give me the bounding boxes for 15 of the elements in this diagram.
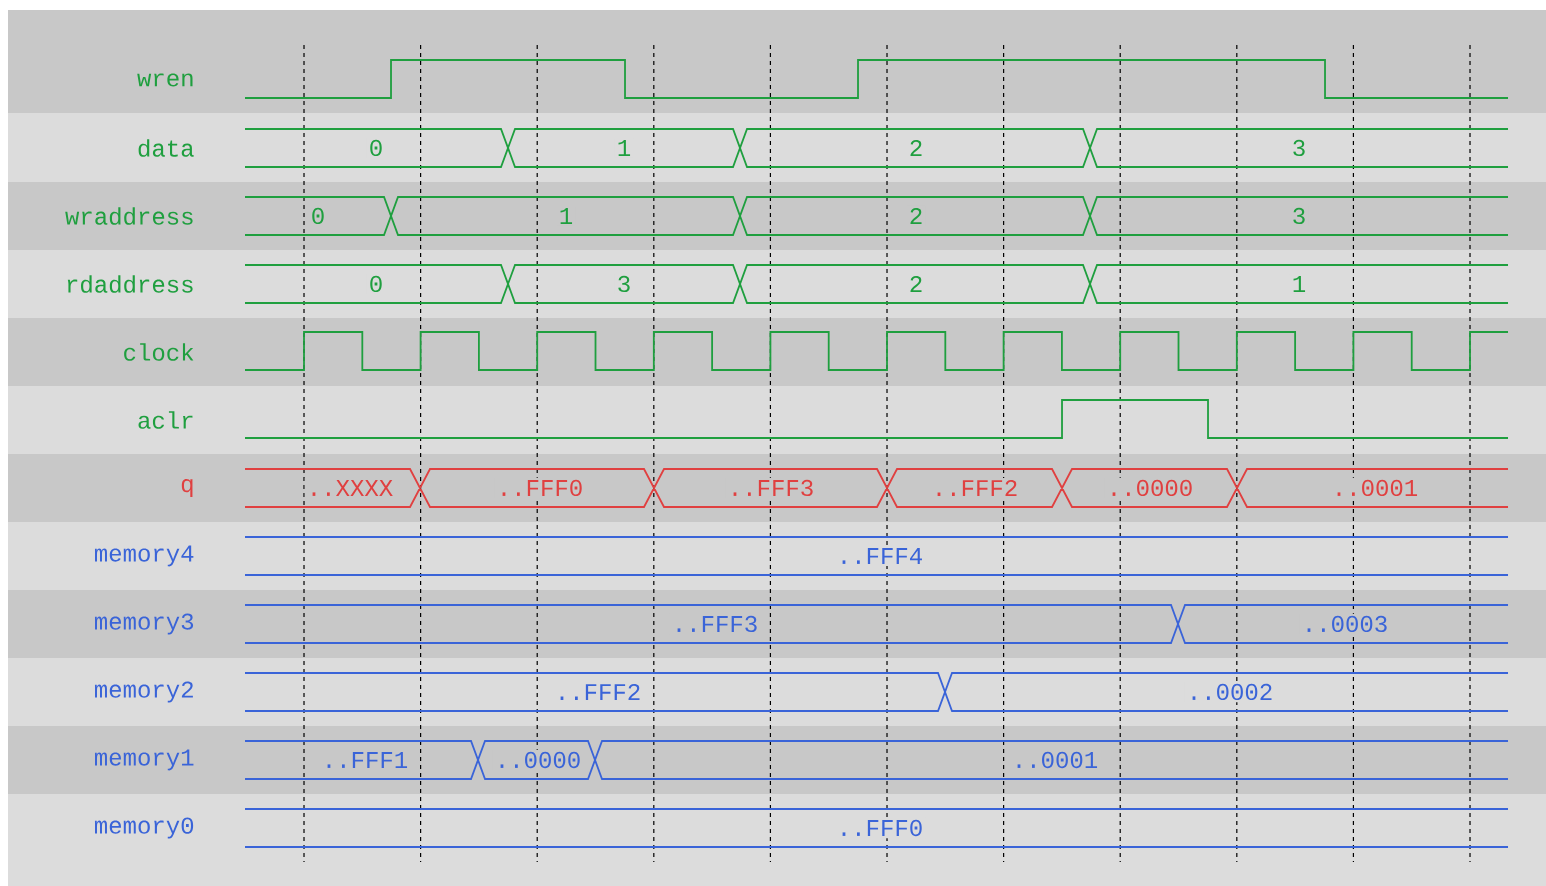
signal-name: memory3 [94, 613, 194, 635]
signal-name: memory2 [94, 681, 193, 703]
signal-name: data [138, 139, 194, 157]
signal-name: clock [124, 343, 194, 361]
signal-name: aclr [138, 411, 193, 429]
bus-value: ..FFF1 [319, 750, 411, 770]
bus-value: ..FFF4 [834, 546, 926, 566]
signal-name: rdaddress [67, 275, 193, 293]
signal-name: wren [137, 73, 193, 87]
signal-name: memory0 [94, 817, 194, 839]
signal-name: wraddress [65, 207, 193, 225]
signal-name: memory1 [94, 749, 194, 771]
signal-name: q [181, 479, 193, 497]
bus-value: ..XXXX [304, 478, 396, 498]
signal-name: memory4 [94, 545, 194, 567]
